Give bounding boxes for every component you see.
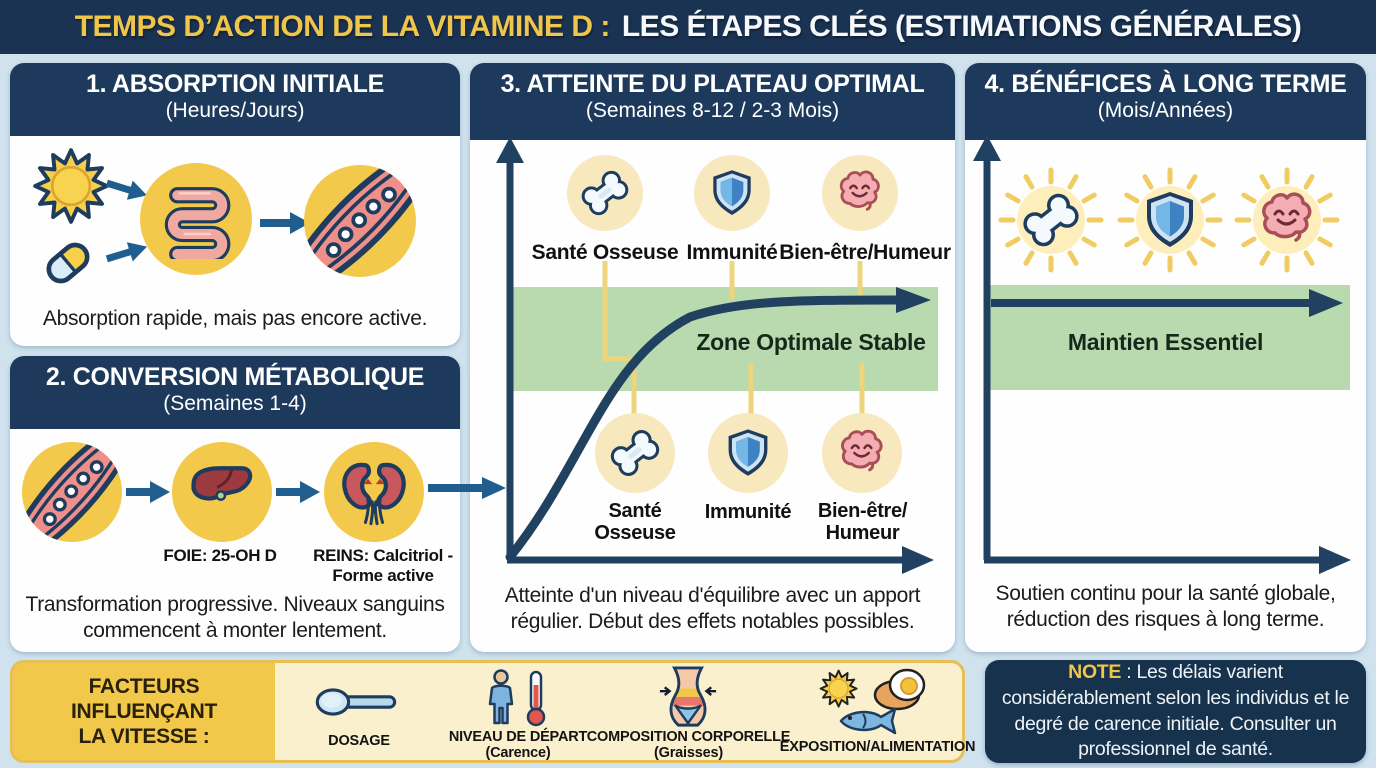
title-highlight: TEMPS D’ACTION DE LA VITAMINE D : [74,10,611,43]
maintenance-chart [973,135,1351,574]
note-text: NOTE : Les délais varient considérableme… [985,660,1366,764]
kidneys-icon [324,442,424,542]
panel-conversion-metabolique: 2. CONVERSION MÉTABOLIQUE (Semaines 1-4) [10,356,460,652]
bone-icon [595,413,675,493]
panel1-title: 1. ABSORPTION INITIALE [85,70,385,98]
panel3-subtitle: (Semaines 8-12 / 2-3 Mois) [585,98,840,122]
factors-heading-box: FACTEURS INFLUENÇANT LA VITESSE : [13,663,275,760]
panel1-subtitle: (Heures/Jours) [165,98,305,122]
factor-sub-line: (Carence) [485,745,551,762]
panel-benefices-long-terme: 4. BÉNÉFICES À LONG TERME (Mois/Années) [965,63,1366,652]
top-label-sante-osseuse: Santé Osseuse [531,241,679,264]
liver-icon [172,442,272,542]
brain-icon [822,155,898,231]
factor-label-line: COMPOSITION CORPORELLE [586,729,791,745]
factor-label-dosage: DOSAGE [328,733,390,749]
maintien-essentiel-label: Maintien Essentiel [1067,329,1264,355]
panel2-caption: Transformation progressive. Niveaux sang… [25,593,445,642]
liver-label: FOIE: 25-OH D [163,546,277,565]
shield-icon [708,413,788,493]
kidneys-label: REINS: Calcitriol - Forme active [313,546,453,585]
arrow-vessel-to-liver [126,481,170,503]
bottom-label-bien-etre: Bien-être/ Humeur [817,500,908,544]
x-axis-arrowhead [1319,546,1351,574]
sun-egg-fish-icon [811,663,943,748]
glowing-brain-icon [1232,165,1342,280]
panel4-header: 4. BÉNÉFICES À LONG TERME (Mois/Années) [965,63,1366,140]
arrow-capsule-to-intestines [105,242,148,263]
arrow-panel2-to-panel3 [428,477,506,499]
intestines-icon [140,163,252,275]
arrow-intestines-to-blood [260,212,310,234]
blood-vessel-icon [22,442,122,542]
zone-optimale-label: Zone Optimale Stable [696,329,926,355]
y-axis-arrowhead [973,135,1001,161]
bone-icon [567,155,643,231]
factor-label-line: NIVEAU DE DÉPART [448,729,588,745]
note-body: : Les délais varient considérablement se… [1001,660,1350,761]
curve-arrowhead [896,287,931,313]
panel1-caption: Absorption rapide, mais pas encore activ… [42,307,428,330]
title-bar: TEMPS D’ACTION DE LA VITAMINE D : LES ÉT… [0,0,1376,54]
panel-plateau-optimal: 3. ATTEINTE DU PLATEAU OPTIMAL (Semaines… [470,63,955,652]
glowing-shield-icon [1115,165,1225,280]
factor-label-composition: COMPOSITION CORPORELLE (Graisses) [581,729,796,761]
shield-icon [694,155,770,231]
panel2-header: 2. CONVERSION MÉTABOLIQUE (Semaines 1-4) [10,356,460,429]
x-axis-arrowhead [902,546,934,574]
top-label-immunite: Immunité [686,241,778,264]
sun-icon [28,143,114,234]
factor-label-niveau-depart: NIVEAU DE DÉPART (Carence) [428,729,608,761]
plateau-curve-chart [496,137,938,574]
factor-sub-line: (Graisses) [654,745,723,762]
body-composition-icon [659,665,717,734]
bottom-label-sante-osseuse: Santé Osseuse [594,500,676,544]
panel4-subtitle: (Mois/Années) [1097,98,1234,122]
panel4-title: 4. BÉNÉFICES À LONG TERME [984,70,1347,98]
panel2-subtitle: (Semaines 1-4) [163,391,307,415]
y-axis-arrowhead [496,137,524,163]
bottom-label-immunite: Immunité [704,501,792,523]
brain-icon [822,413,902,493]
connector-lines [602,261,865,415]
blood-vessel-icon [304,165,416,277]
panel3-caption: Atteinte d'un niveau d'équilibre avec un… [504,584,921,633]
vitamin-d-level-curve [505,295,903,562]
panel3-title: 3. ATTEINTE DU PLATEAU OPTIMAL [500,70,925,98]
arrow-liver-to-kidneys [276,481,320,503]
panel3-header: 3. ATTEINTE DU PLATEAU OPTIMAL (Semaines… [470,63,955,140]
factors-heading-line1: FACTEURS INFLUENÇANT [70,674,218,723]
spoon-icon [311,679,403,730]
maintenance-arrowhead [1309,289,1343,317]
title-rest: LES ÉTAPES CLÉS (ESTIMATIONS GÉNÉRALES) [621,10,1302,43]
factors-bar: FACTEURS INFLUENÇANT LA VITESSE : DOSAGE [10,660,975,763]
panel2-title: 2. CONVERSION MÉTABOLIQUE [45,363,425,391]
panel1-header: 1. ABSORPTION INITIALE (Heures/Jours) [10,63,460,136]
panel4-caption: Soutien continu pour la santé globale, r… [995,582,1336,631]
arrow-sun-to-intestines [105,179,148,200]
top-label-bien-etre: Bien-être/Humeur [779,241,951,264]
person-thermometer-icon [481,669,548,727]
note-prefix: NOTE [1068,660,1122,683]
panel-absorption-initiale: 1. ABSORPTION INITIALE (Heures/Jours) [10,63,460,346]
note-box: NOTE : Les délais varient considérableme… [985,660,1366,763]
factors-heading-line2: LA VITESSE : [78,725,210,749]
glowing-bone-icon [996,165,1106,280]
capsule-icon [36,231,100,300]
factor-label-exposition: EXPOSITION/ALIMENTATION [779,739,976,755]
